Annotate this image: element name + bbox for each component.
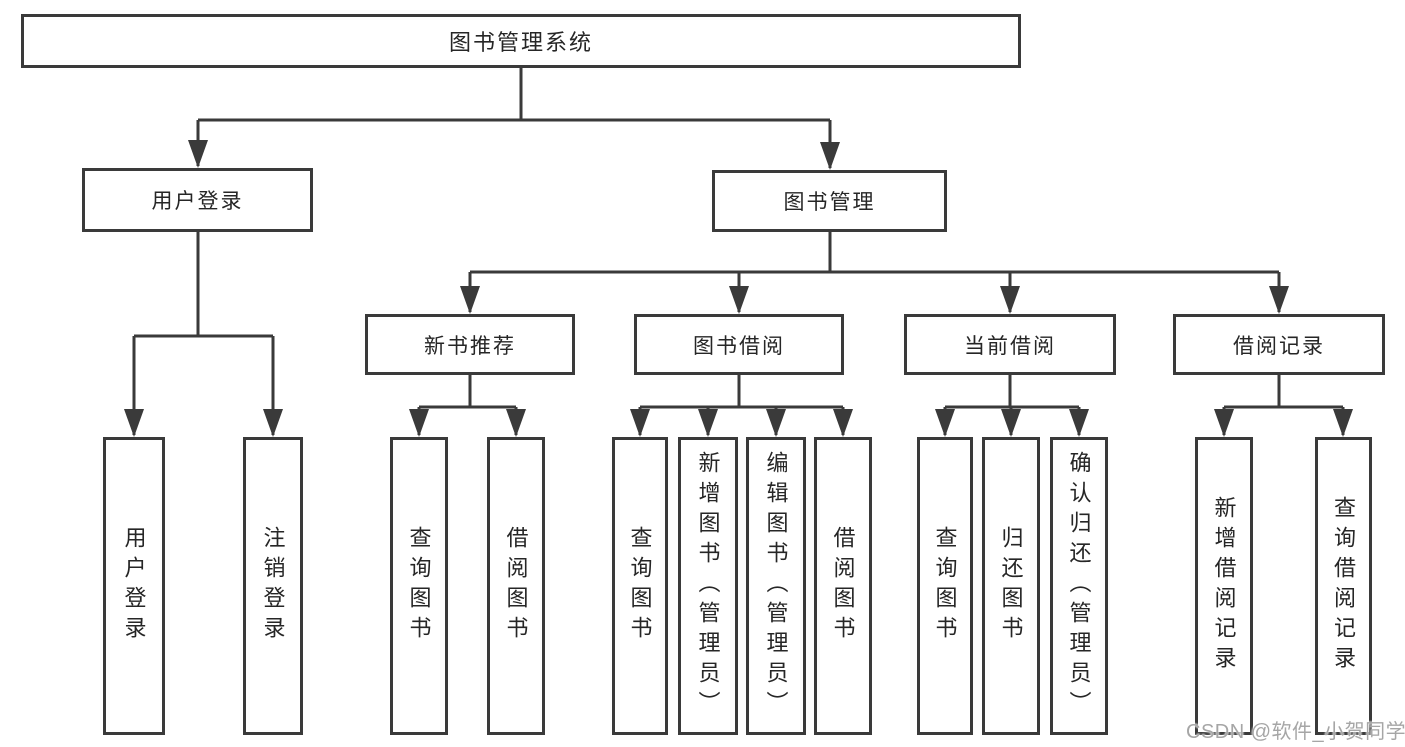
node-label: 借阅图书 xyxy=(830,526,856,646)
node-label: 新增借阅记录 xyxy=(1211,496,1237,676)
node-root-label: 图书管理系统 xyxy=(448,30,593,55)
node-label: 查询图书 xyxy=(627,526,653,646)
leaf-add-books-admin: 新增图书（管理员） xyxy=(678,437,738,735)
node-label: 借阅图书 xyxy=(503,526,529,646)
leaf-return-books: 归还图书 xyxy=(982,437,1040,735)
node-label: 注销登录 xyxy=(260,526,286,646)
leaf-confirm-return-admin: 确认归还（管理员） xyxy=(1050,437,1108,735)
leaf-current-query-books: 查询图书 xyxy=(917,437,973,735)
leaf-query-borrow-record: 查询借阅记录 xyxy=(1315,437,1372,735)
connector-root xyxy=(188,68,840,170)
connector-book-borrow xyxy=(630,375,853,437)
node-label: 图书管理 xyxy=(783,191,876,214)
leaf-user-login: 用户登录 xyxy=(103,437,165,735)
node-borrowing-records: 借阅记录 xyxy=(1173,314,1385,375)
node-label: 图书借阅 xyxy=(693,334,785,358)
connector-book-mgmt xyxy=(460,232,1289,314)
node-label: 新书推荐 xyxy=(424,334,516,358)
connector-borrow-records xyxy=(1214,375,1353,437)
node-label: 新增图书（管理员） xyxy=(695,451,721,721)
leaf-recommend-borrow-books: 借阅图书 xyxy=(487,437,545,735)
leaf-edit-books-admin: 编辑图书（管理员） xyxy=(746,437,806,735)
node-book-borrowing: 图书借阅 xyxy=(634,314,844,375)
node-label: 确认归还（管理员） xyxy=(1066,451,1092,721)
node-user-login: 用户登录 xyxy=(82,168,313,232)
node-label: 当前借阅 xyxy=(964,334,1056,358)
node-label: 查询图书 xyxy=(932,526,958,646)
leaf-recommend-query-books: 查询图书 xyxy=(390,437,448,735)
node-root: 图书管理系统 xyxy=(21,14,1021,68)
node-new-book-recommend: 新书推荐 xyxy=(365,314,575,375)
node-label: 归还图书 xyxy=(998,526,1024,646)
leaf-add-borrow-record: 新增借阅记录 xyxy=(1195,437,1253,735)
leaf-borrow-query-books: 查询图书 xyxy=(612,437,668,735)
csdn-watermark: CSDN @软件_小贺同学 xyxy=(1186,721,1405,743)
connector-new-recommend xyxy=(409,375,526,437)
connector-user-login xyxy=(124,232,283,437)
node-label: 查询图书 xyxy=(406,526,432,646)
node-label: 查询借阅记录 xyxy=(1331,496,1357,676)
node-label: 用户登录 xyxy=(151,190,244,213)
connector-current-borrow xyxy=(935,375,1089,437)
node-current-borrowing: 当前借阅 xyxy=(904,314,1116,375)
leaf-borrow-books: 借阅图书 xyxy=(814,437,872,735)
node-label: 编辑图书（管理员） xyxy=(763,451,789,721)
node-label: 用户登录 xyxy=(121,526,147,646)
node-book-management: 图书管理 xyxy=(712,170,947,232)
node-label: 借阅记录 xyxy=(1233,334,1325,358)
leaf-logout: 注销登录 xyxy=(243,437,303,735)
